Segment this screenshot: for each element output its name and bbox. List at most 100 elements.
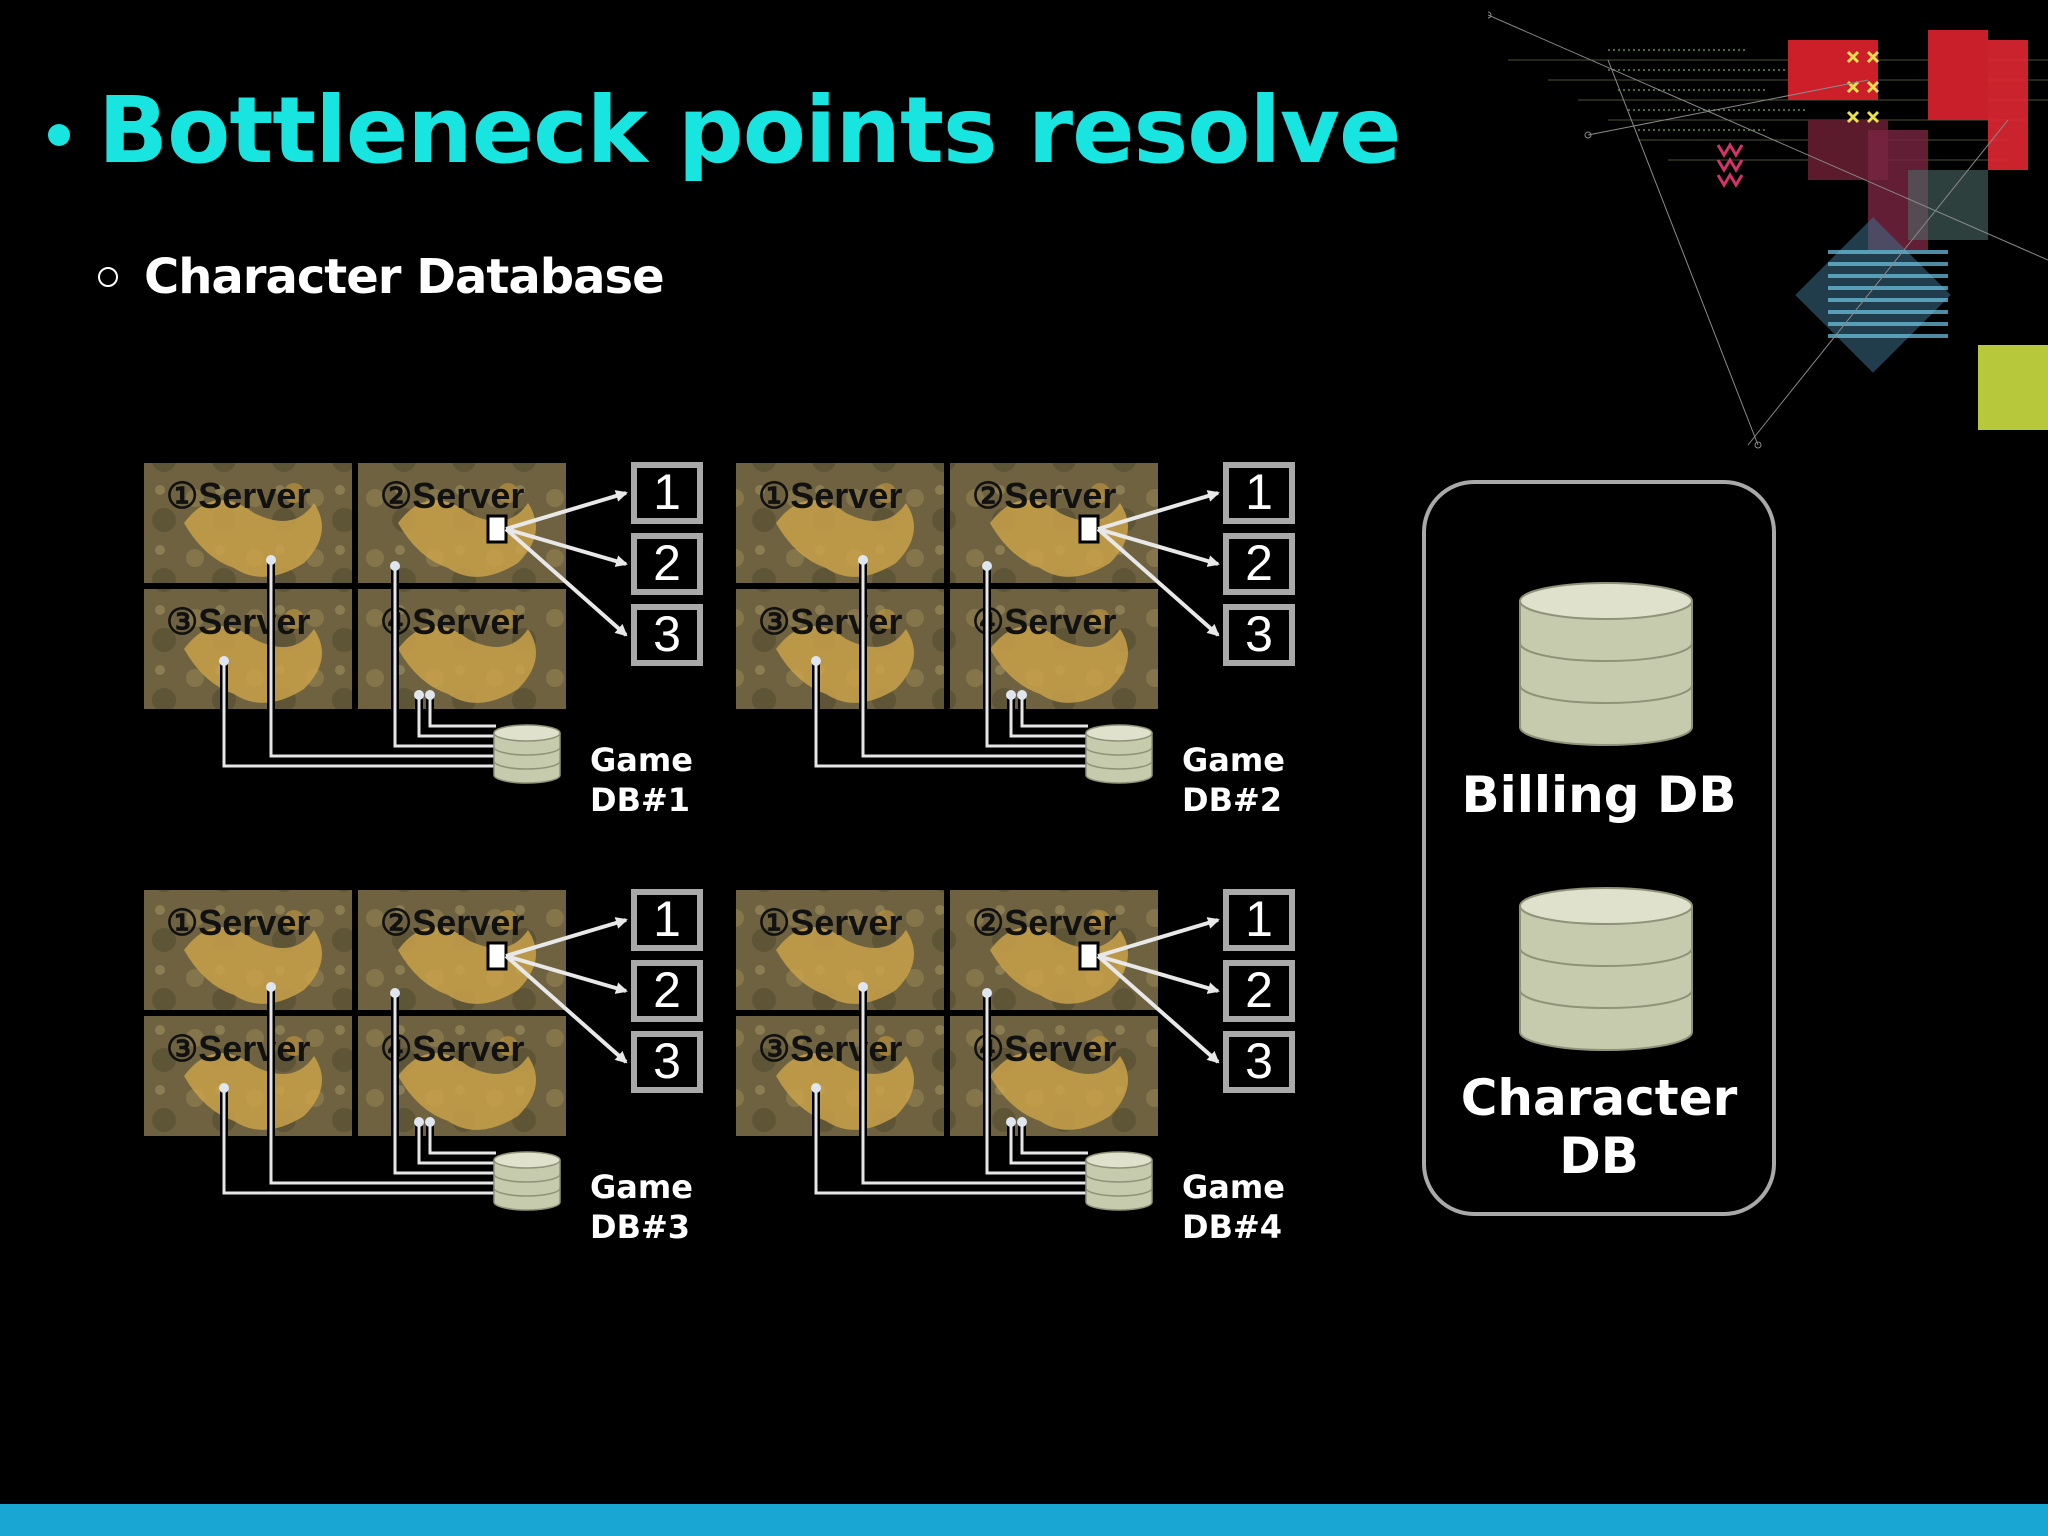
server-tile: ③Server <box>144 589 352 709</box>
db-connection-line <box>985 993 1088 1175</box>
channel-box <box>1223 533 1295 595</box>
client-node-icon <box>1078 941 1100 971</box>
db-connection-line <box>814 661 1088 768</box>
server-tile: ①Server <box>736 463 944 583</box>
db-connection-line <box>393 566 496 748</box>
game-db-icon <box>1085 1151 1153 1211</box>
channel-arrow <box>504 527 628 637</box>
channel-number: 2 <box>653 962 681 1018</box>
channel-box <box>631 604 703 666</box>
central-database-panel: Billing DB Character DB <box>1422 480 1776 1216</box>
db-connection-line <box>269 987 496 1185</box>
channel-box <box>631 462 703 524</box>
db-connection-line <box>393 993 496 1175</box>
server-label: ②Server <box>972 475 1116 516</box>
channel-number: 2 <box>1245 962 1273 1018</box>
server-label: ①Server <box>758 902 902 943</box>
server-label: ①Server <box>758 475 902 516</box>
channel-arrow <box>505 917 628 958</box>
channel-number: 3 <box>1245 1033 1273 1089</box>
db-connection-line <box>269 560 496 758</box>
db-connection-line <box>428 695 496 728</box>
channel-number: 1 <box>1245 464 1273 520</box>
character-db-label: Character DB <box>1460 1069 1738 1185</box>
slide-subtitle-row: Character Database <box>98 249 665 305</box>
db-connection-line <box>417 1122 496 1165</box>
server-tile: ①Server <box>736 890 944 1010</box>
slide-title: Bottleneck points resolve <box>98 77 1401 184</box>
db-connection-line <box>222 661 496 768</box>
channel-box <box>631 1031 703 1093</box>
game-db-label: Game <box>590 741 693 779</box>
db-connection-line <box>1009 1122 1088 1165</box>
game-db-label: DB#4 <box>1182 1208 1282 1246</box>
channel-arrow <box>505 490 628 531</box>
db-connection-line <box>861 987 1088 1185</box>
server-tile: ④Server <box>950 1016 1158 1136</box>
server-tile: ③Server <box>736 1016 944 1136</box>
channel-arrow <box>1096 954 1220 1064</box>
subtitle-bullet-icon <box>98 267 118 287</box>
channel-arrow <box>1097 490 1220 531</box>
db-connection-line <box>417 695 496 738</box>
character-db-icon <box>1519 887 1693 1051</box>
db-connection-line <box>1020 1122 1088 1155</box>
channel-arrow <box>505 954 628 994</box>
db-connection-line <box>861 560 1088 758</box>
channel-arrow <box>1097 954 1220 994</box>
server-label: ③Server <box>166 601 310 642</box>
server-label: ①Server <box>166 902 310 943</box>
title-bullet <box>48 124 70 146</box>
server-tile: ①Server <box>144 890 352 1010</box>
db-connection-line <box>222 1088 496 1195</box>
server-tile: ②Server <box>358 890 566 1010</box>
server-tile: ④Server <box>358 1016 566 1136</box>
server-label: ②Server <box>380 902 524 943</box>
channel-arrow <box>1097 917 1220 958</box>
bottom-accent-bar <box>0 1504 2048 1536</box>
server-label: ③Server <box>166 1028 310 1069</box>
channel-box <box>1223 1031 1295 1093</box>
channel-number: 1 <box>1245 891 1273 947</box>
server-tile: ②Server <box>950 890 1158 1010</box>
channel-arrow <box>504 954 628 1064</box>
db-connection-line <box>1009 695 1088 738</box>
channel-number: 2 <box>1245 535 1273 591</box>
channel-box <box>631 889 703 951</box>
channel-box <box>631 960 703 1022</box>
server-tile: ③Server <box>144 1016 352 1136</box>
client-node-icon <box>1078 514 1100 544</box>
server-tile: ④Server <box>358 589 566 709</box>
channel-number: 3 <box>653 606 681 662</box>
server-label: ③Server <box>758 1028 902 1069</box>
server-tile: ①Server <box>144 463 352 583</box>
server-tile: ②Server <box>950 463 1158 583</box>
channel-arrow <box>505 527 628 567</box>
server-label: ③Server <box>758 601 902 642</box>
game-db-icon <box>1085 724 1153 784</box>
server-tile: ②Server <box>358 463 566 583</box>
server-label: ②Server <box>972 902 1116 943</box>
billing-db-label: Billing DB <box>1461 766 1737 824</box>
db-connection-line <box>814 1088 1088 1195</box>
game-db-icon <box>493 1151 561 1211</box>
channel-box <box>1223 462 1295 524</box>
server-label: ①Server <box>166 475 310 516</box>
channel-number: 3 <box>653 1033 681 1089</box>
channel-number: 1 <box>653 464 681 520</box>
server-label: ④Server <box>380 1028 524 1069</box>
slide-subtitle: Character Database <box>144 249 665 305</box>
billing-db-icon <box>1519 582 1693 746</box>
slide-title-row: Bottleneck points resolve <box>48 77 1401 184</box>
server-label: ④Server <box>972 601 1116 642</box>
game-db-label: DB#2 <box>1182 781 1282 819</box>
channel-number: 3 <box>1245 606 1273 662</box>
db-connection-line <box>985 566 1088 748</box>
game-db-label: Game <box>1182 741 1285 779</box>
client-node-icon <box>486 514 508 544</box>
game-db-icon <box>493 724 561 784</box>
